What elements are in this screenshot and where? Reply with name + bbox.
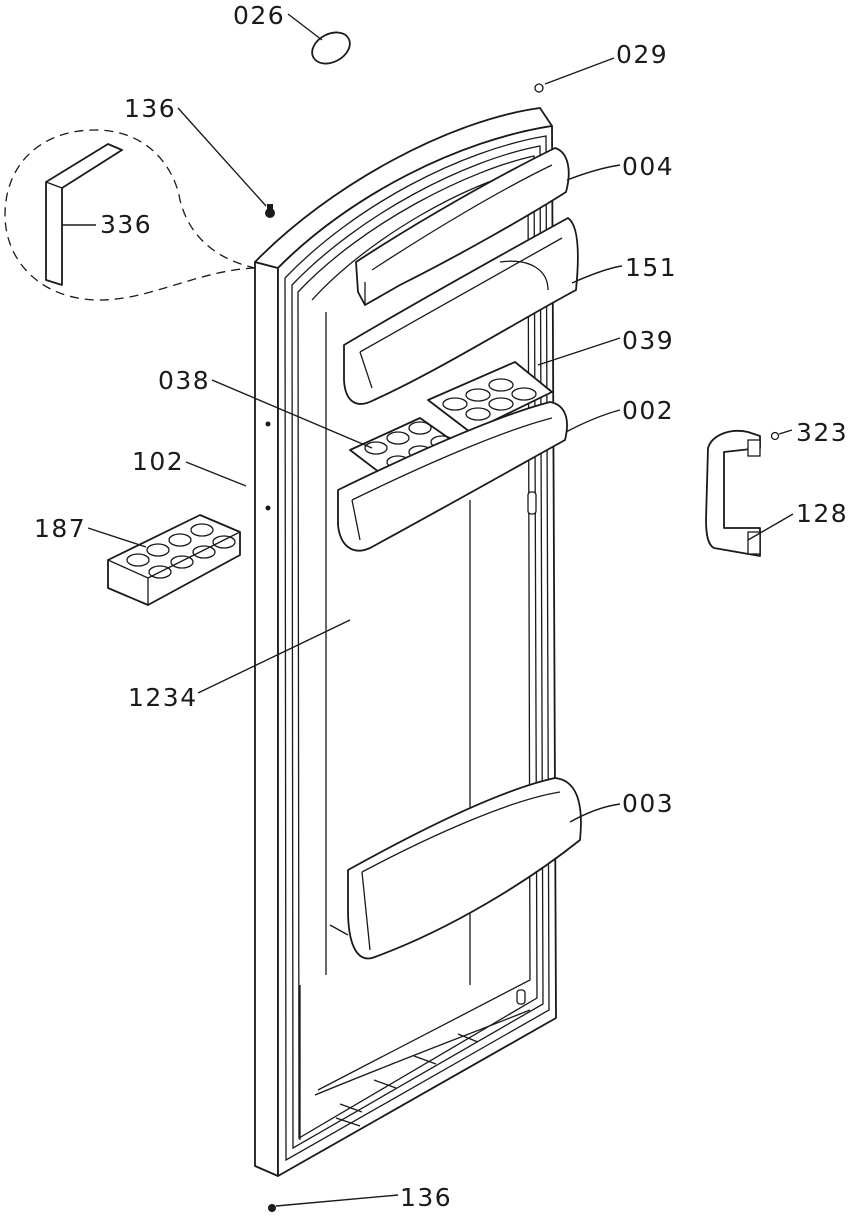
- callout-323: 323: [796, 418, 848, 447]
- screw-323: [770, 431, 780, 441]
- door-shelf-002: [337, 401, 568, 552]
- callout-039: 039: [622, 326, 674, 355]
- bottle-shelf-003: [329, 777, 582, 960]
- leader-lines: [62, 13, 794, 1207]
- callout-187: 187: [34, 514, 86, 543]
- pin-136-bottom: [268, 1204, 276, 1212]
- callout-002: 002: [622, 396, 674, 425]
- callout-336: 336: [100, 210, 152, 239]
- plug-cap-026: [311, 31, 351, 65]
- upper-door-shelf-004: [355, 147, 570, 306]
- callout-128: 128: [796, 499, 848, 528]
- callout-026: 026: [233, 1, 285, 30]
- screw-029: [534, 83, 544, 93]
- detail-bubble-336: [4, 129, 256, 301]
- callout-029: 029: [616, 40, 668, 69]
- callout-102: 102: [132, 447, 184, 476]
- door-shelf-151: [343, 217, 579, 405]
- callout-136-bottom: 136: [400, 1183, 452, 1212]
- hinge-bushing-136-top: [265, 204, 275, 218]
- egg-tray-187: [107, 514, 241, 606]
- callout-151: 151: [625, 253, 677, 282]
- callout-1234: 1234: [128, 683, 198, 712]
- callout-038: 038: [158, 366, 210, 395]
- egg-tray-039: [427, 361, 553, 433]
- callout-004: 004: [622, 152, 674, 181]
- callout-003: 003: [622, 789, 674, 818]
- callout-labels: 026 029 136 004 336 151 039 038 002 323 …: [34, 1, 848, 1212]
- callout-136-top: 136: [124, 94, 176, 123]
